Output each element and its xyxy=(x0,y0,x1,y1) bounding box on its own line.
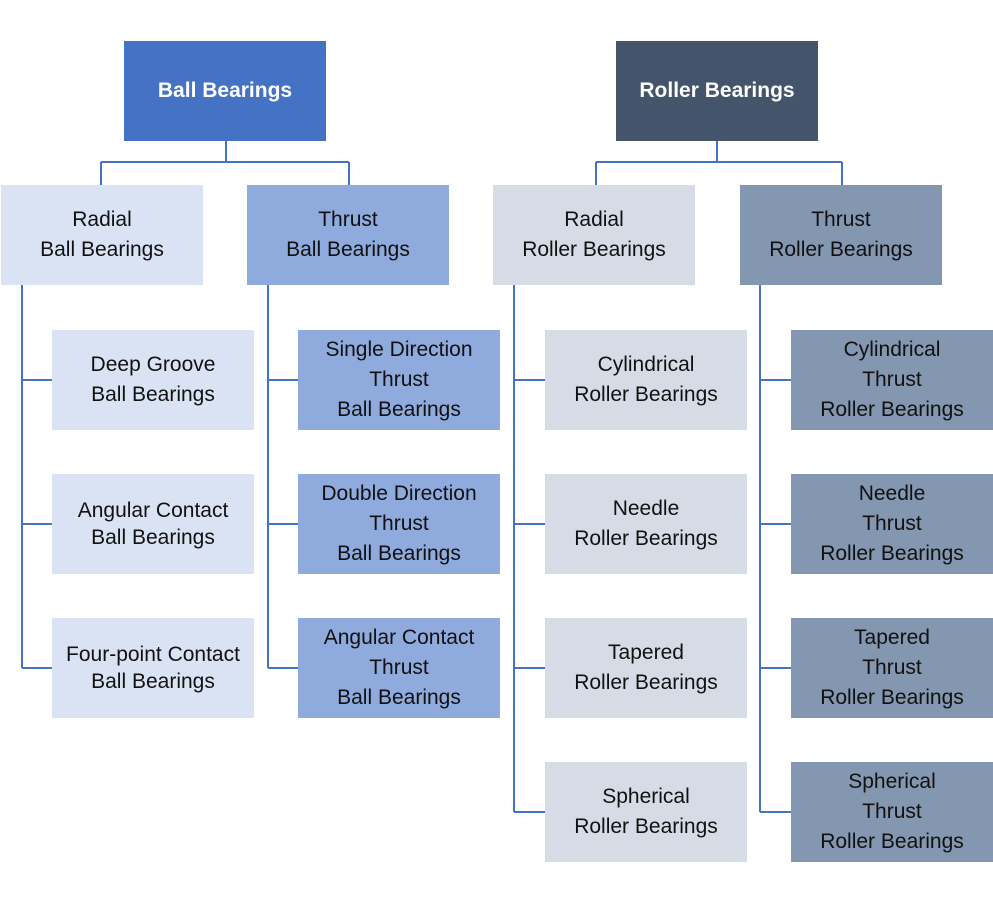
node-label-line: Single Direction xyxy=(325,338,473,361)
double-direction-thrust-ball-bearings-node: Double Direction Thrust Ball Bearings xyxy=(298,474,500,574)
thrust-ball-bearings-node: Thrust Ball Bearings xyxy=(247,185,449,285)
node-label-line: Thrust xyxy=(862,656,922,679)
four-point-contact-ball-bearings-node: Four-point Contact Ball Bearings xyxy=(52,618,254,718)
node-label-line: Thrust xyxy=(862,512,922,535)
needle-thrust-roller-bearings-node: Needle Thrust Roller Bearings xyxy=(791,474,993,574)
node-label-line: Deep Groove xyxy=(90,353,216,376)
angular-contact-thrust-ball-bearings-node: Angular Contact Thrust Ball Bearings xyxy=(298,618,500,718)
node-label-line: Spherical xyxy=(848,770,936,793)
node-label-line: Thrust xyxy=(318,208,378,231)
node-label-line: Roller Bearings xyxy=(820,398,964,421)
node-label-line: Radial xyxy=(564,208,624,231)
root-label: Ball Bearings xyxy=(157,79,293,102)
node-label-line: Ball Bearings xyxy=(40,238,164,261)
node-label-line: Roller Bearings xyxy=(820,686,964,709)
spherical-roller-bearings-node: Spherical Roller Bearings xyxy=(545,762,747,862)
node-label-line: Thrust xyxy=(369,656,429,679)
node-label-line: Thrust xyxy=(811,208,871,231)
node-label-line: Roller Bearings xyxy=(820,830,964,853)
node-label-line: Thrust xyxy=(862,368,922,391)
node-label-line: Roller Bearings xyxy=(574,527,718,550)
tapered-roller-bearings-node: Tapered Roller Bearings xyxy=(545,618,747,718)
node-label-line: Cylindrical xyxy=(843,338,941,361)
node-label-line: Radial xyxy=(72,208,132,231)
node-label-line: Tapered xyxy=(608,641,684,664)
node-label-line: Spherical xyxy=(602,785,690,808)
node-label-line: Cylindrical xyxy=(597,353,695,376)
node-label-line: Roller Bearings xyxy=(574,383,718,406)
radial-ball-bearings-node: Radial Ball Bearings xyxy=(1,185,203,285)
single-direction-thrust-ball-bearings-node: Single Direction Thrust Ball Bearings xyxy=(298,330,500,430)
node-label-line: Needle xyxy=(858,482,926,505)
node-label-line: Roller Bearings xyxy=(574,815,718,838)
node-label-line: Needle xyxy=(612,497,680,520)
node-label-line: Ball Bearings xyxy=(337,686,461,709)
node-label-line: Tapered xyxy=(854,626,930,649)
node-label-line: Thrust xyxy=(369,368,429,391)
node-label-line: Thrust xyxy=(369,512,429,535)
radial-roller-bearings-node: Radial Roller Bearings xyxy=(493,185,695,285)
node-label-line: Ball Bearings xyxy=(337,398,461,421)
node-label-line: Ball Bearings xyxy=(337,542,461,565)
cylindrical-roller-bearings-node: Cylindrical Roller Bearings xyxy=(545,330,747,430)
node-label-line: Four-point Contact xyxy=(66,643,240,666)
node-label-line: Roller Bearings xyxy=(522,238,666,261)
node-label-line: Roller Bearings xyxy=(574,671,718,694)
node-label-line: Ball Bearings xyxy=(91,526,215,549)
thrust-roller-bearings-node: Thrust Roller Bearings xyxy=(740,185,942,285)
node-label-line: Roller Bearings xyxy=(769,238,913,261)
deep-groove-ball-bearings-node: Deep Groove Ball Bearings xyxy=(52,330,254,430)
roller-bearings-root: Roller Bearings xyxy=(616,41,818,141)
node-label-line: Ball Bearings xyxy=(91,383,215,406)
node-label-line: Roller Bearings xyxy=(820,542,964,565)
node-label-line: Ball Bearings xyxy=(91,670,215,693)
root-label: Roller Bearings xyxy=(639,79,795,102)
node-label-line: Thrust xyxy=(862,800,922,823)
node-label-line: Double Direction xyxy=(321,482,477,505)
node-label-line: Angular Contact xyxy=(323,626,475,649)
node-label-line: Ball Bearings xyxy=(286,238,410,261)
node-label-line: Angular Contact xyxy=(77,499,229,522)
cylindrical-thrust-roller-bearings-node: Cylindrical Thrust Roller Bearings xyxy=(791,330,993,430)
spherical-thrust-roller-bearings-node: Spherical Thrust Roller Bearings xyxy=(791,762,993,862)
needle-roller-bearings-node: Needle Roller Bearings xyxy=(545,474,747,574)
angular-contact-ball-bearings-node: Angular Contact Ball Bearings xyxy=(52,474,254,574)
ball-bearings-root: Ball Bearings xyxy=(124,41,326,141)
tapered-thrust-roller-bearings-node: Tapered Thrust Roller Bearings xyxy=(791,618,993,718)
